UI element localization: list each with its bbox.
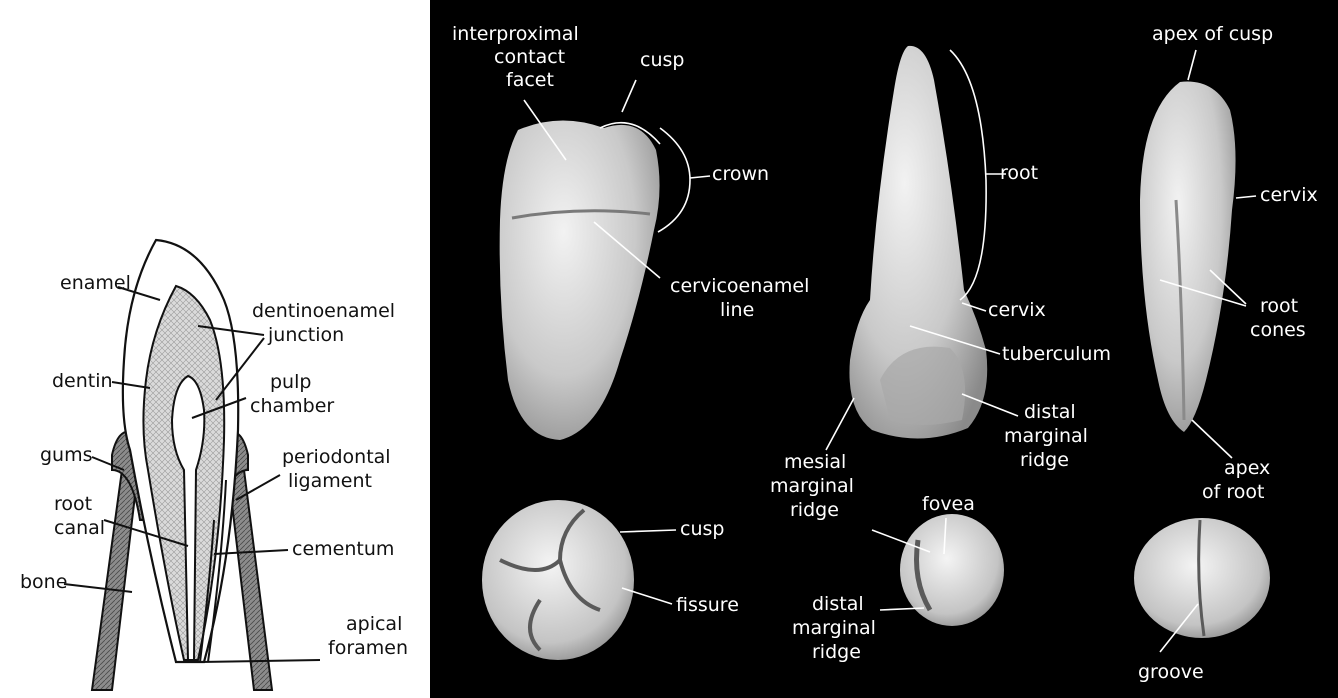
leader-apical-foramen <box>200 660 320 662</box>
label-enamel: enamel <box>60 272 131 294</box>
specimen-photo-panel: interproximal contact facet cusp crown c… <box>430 0 1338 698</box>
label-crown: crown <box>712 163 769 185</box>
molar-occlusal-specimen <box>482 500 634 660</box>
label-tuberculum: tuberculum <box>1002 343 1111 365</box>
label-apical-foramen: apical foramen <box>328 613 408 659</box>
label-apex-of-cusp: apex of cusp <box>1152 23 1273 45</box>
label-cusp-occlusal: cusp <box>680 518 724 540</box>
label-pulp-chamber: pulp chamber <box>250 371 334 417</box>
label-bone: bone <box>20 571 67 593</box>
label-root-canal: root canal <box>54 493 105 539</box>
label-cusp-side: cusp <box>640 49 684 71</box>
label-cervix-incisor: cervix <box>988 299 1046 321</box>
label-periodontal-ligament: periodontal ligament <box>282 446 397 492</box>
label-root: root <box>1000 162 1038 184</box>
label-cervix-premolar: cervix <box>1260 184 1318 206</box>
tooth-section-diagram: enamel dentinoenamel junction dentin pul… <box>20 240 408 690</box>
bone-left-wall <box>92 470 138 690</box>
label-fissure: fissure <box>676 594 739 616</box>
label-cementum: cementum <box>292 538 394 560</box>
label-groove: groove <box>1138 661 1204 683</box>
bone-right-wall <box>228 470 272 690</box>
label-gums: gums <box>40 444 93 466</box>
label-dentin: dentin <box>52 370 113 392</box>
label-dentinoenamel-junction: dentinoenamel junction <box>252 300 401 346</box>
label-fovea: fovea <box>922 493 975 515</box>
